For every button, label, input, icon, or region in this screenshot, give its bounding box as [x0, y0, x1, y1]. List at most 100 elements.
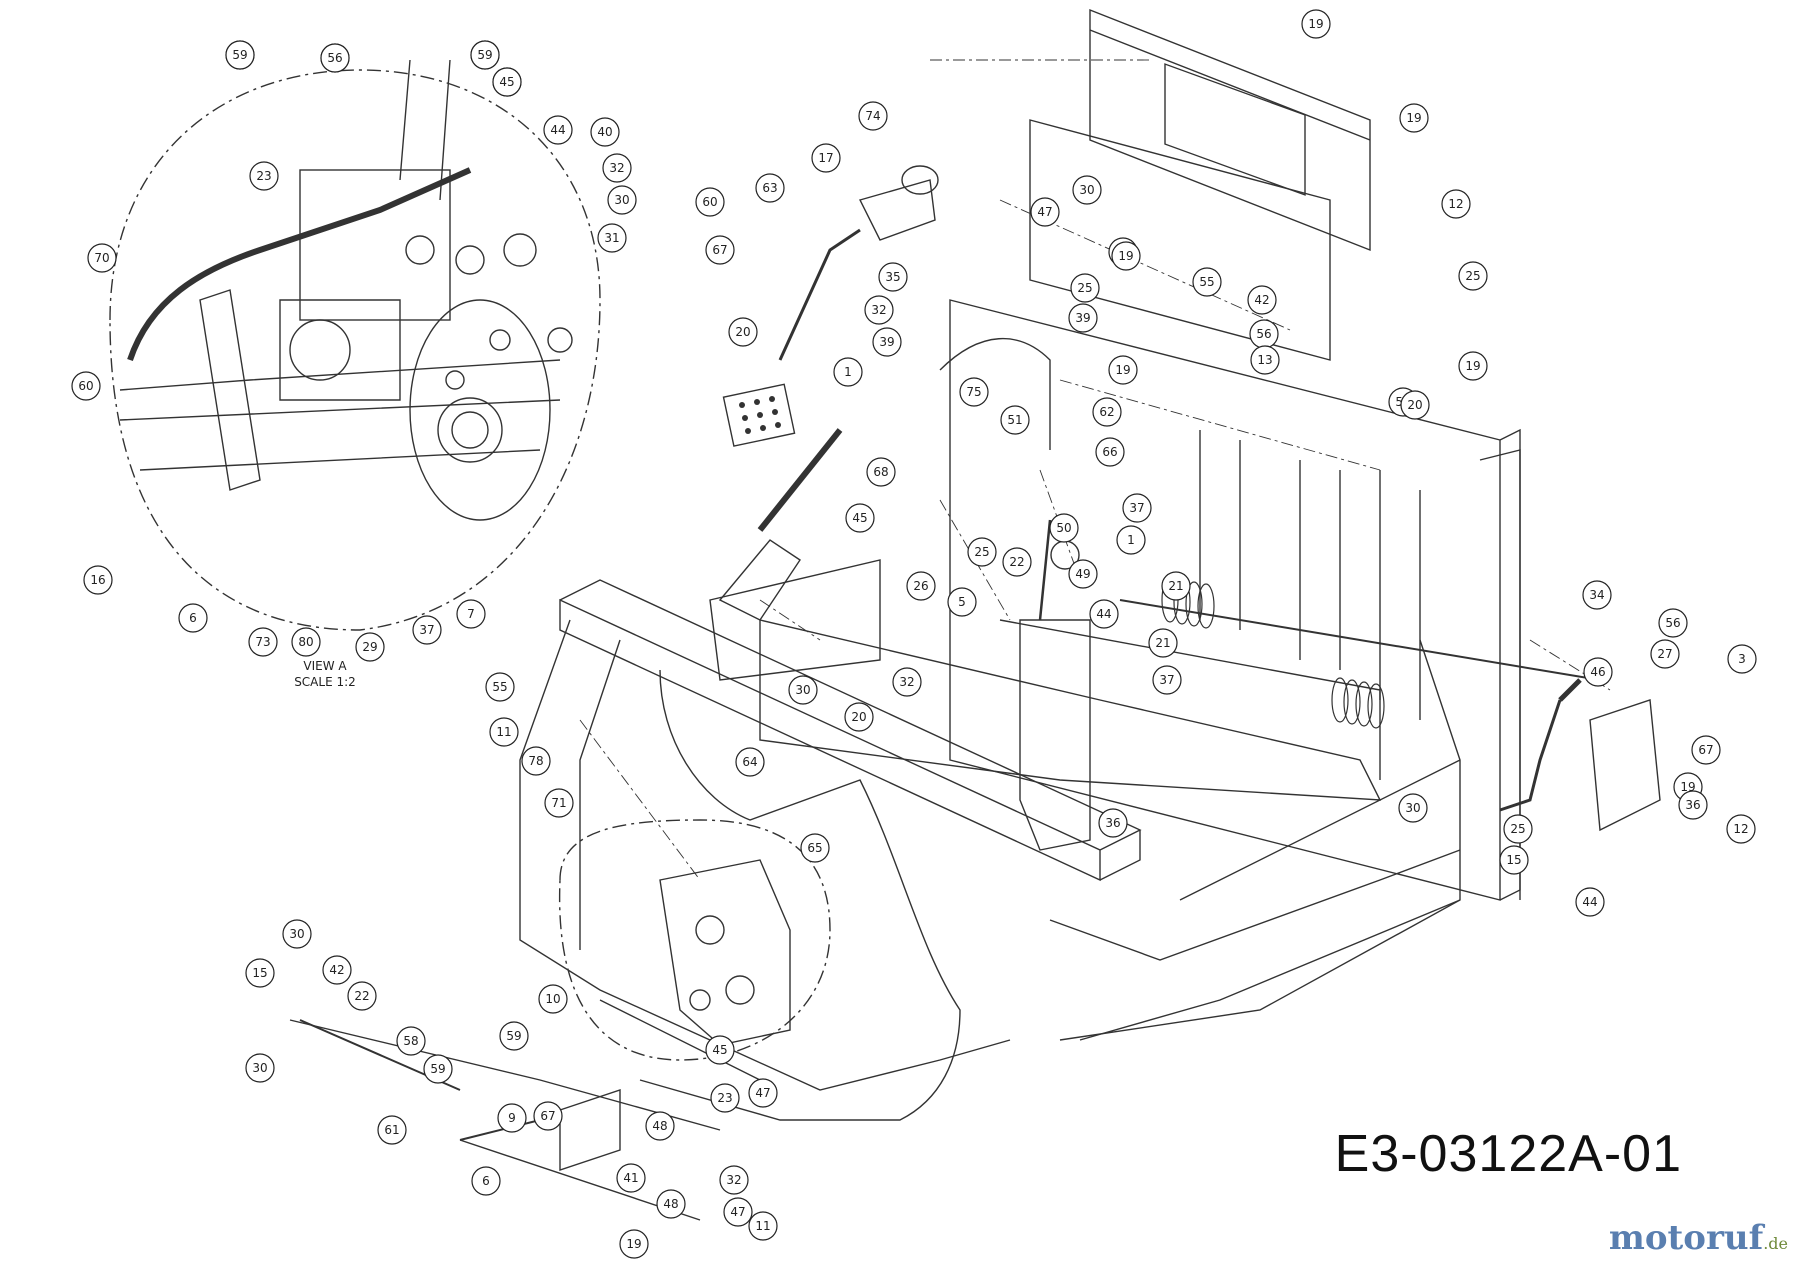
callout-bubble — [1499, 845, 1529, 875]
callout-number: 22 — [354, 989, 369, 1003]
callout-bubble — [1095, 437, 1125, 467]
callout-bubble — [1030, 197, 1060, 227]
callout-bubble — [282, 919, 312, 949]
callout-bubble — [1583, 657, 1613, 687]
callout-9: 9 — [497, 1103, 527, 1133]
callout-bubble — [248, 627, 278, 657]
callout-bubble — [723, 1197, 753, 1227]
callout-10: 10 — [538, 984, 568, 1014]
callout-bubble — [322, 955, 352, 985]
callout-number: 41 — [623, 1171, 638, 1185]
drawing-code: E3-03122A-01 — [1334, 1125, 1682, 1183]
view-scale: SCALE 1:2 — [294, 675, 356, 689]
callout-23: 23 — [249, 161, 279, 191]
callout-bubble — [1161, 571, 1191, 601]
callout-bubble — [892, 667, 922, 697]
callout-number: 30 — [252, 1061, 267, 1075]
callout-number: 56 — [1256, 327, 1271, 341]
callout-3: 3 — [1727, 644, 1757, 674]
callout-number: 59 — [232, 48, 247, 62]
detail-view-circle — [109, 69, 601, 631]
callout-bubble — [864, 295, 894, 325]
callout-number: 44 — [1582, 895, 1597, 909]
callout-number: 23 — [717, 1091, 732, 1105]
callout-1: 1 — [1116, 525, 1146, 555]
front-cross-rail — [559, 579, 1142, 882]
shifter-tower — [1019, 619, 1091, 851]
callout-number: 74 — [865, 109, 880, 123]
callout-62: 62 — [1092, 397, 1122, 427]
callout-bubble — [619, 1229, 649, 1259]
callout-number: 64 — [742, 755, 757, 769]
callout-number: 55 — [492, 680, 507, 694]
floor-pan — [759, 619, 1382, 801]
callout-47: 47 — [723, 1197, 753, 1227]
brake-pedal-arm — [778, 228, 861, 361]
callout-number: 36 — [1105, 816, 1120, 830]
callout-number: 20 — [851, 710, 866, 724]
callout-number: 31 — [604, 231, 619, 245]
callout-12: 12 — [1726, 814, 1756, 844]
callout-bubble — [755, 173, 785, 203]
callout-bubble — [83, 565, 113, 595]
callout-number: 34 — [1589, 588, 1604, 602]
callout-bubble — [544, 788, 574, 818]
callout-number: 13 — [1257, 353, 1272, 367]
rear-lower-frame — [1049, 849, 1461, 1041]
callout-number: 10 — [545, 992, 560, 1006]
callout-59: 59 — [225, 40, 255, 70]
callout-80: 80 — [291, 627, 321, 657]
callout-bubble — [1070, 273, 1100, 303]
callout-bubble — [858, 101, 888, 131]
callout-55: 55 — [485, 672, 515, 702]
callout-number: 67 — [712, 243, 727, 257]
callout-bubble — [1650, 639, 1680, 669]
callout-40: 40 — [590, 117, 620, 147]
callout-19: 19 — [1108, 355, 1138, 385]
callout-30: 30 — [1398, 793, 1428, 823]
callout-bubble — [1247, 285, 1277, 315]
callout-number: 6 — [482, 1174, 490, 1188]
callout-bubble — [249, 161, 279, 191]
callout-bubble — [866, 457, 896, 487]
callout-bubble — [71, 371, 101, 401]
callout-39: 39 — [872, 327, 902, 357]
callout-bubble — [845, 503, 875, 533]
callout-20: 20 — [728, 317, 758, 347]
callout-number: 45 — [712, 1043, 727, 1057]
callout-number: 1 — [1127, 533, 1135, 547]
callout-36: 36 — [1678, 790, 1708, 820]
callout-25: 25 — [1070, 273, 1100, 303]
callout-42: 42 — [322, 955, 352, 985]
callout-number: 12 — [1448, 197, 1463, 211]
callout-46: 46 — [1583, 657, 1613, 687]
callout-bubble — [485, 672, 515, 702]
callout-56: 56 — [320, 43, 350, 73]
callout-bubble — [538, 984, 568, 1014]
callout-bubble — [645, 1111, 675, 1141]
callout-58: 58 — [396, 1026, 426, 1056]
callout-67: 67 — [533, 1101, 563, 1131]
callout-number: 15 — [252, 966, 267, 980]
callout-44: 44 — [1575, 887, 1605, 917]
callout-32: 32 — [864, 295, 894, 325]
callout-bubble — [1400, 390, 1430, 420]
master-cylinder — [858, 179, 936, 241]
callout-number: 16 — [90, 573, 105, 587]
callout-bubble — [705, 1035, 735, 1065]
callout-bubble — [1148, 628, 1178, 658]
callout-55: 55 — [1192, 267, 1222, 297]
callout-bubble — [412, 615, 442, 645]
callout-bubble — [1398, 793, 1428, 823]
callout-number: 55 — [1199, 275, 1214, 289]
callout-bubble — [423, 1054, 453, 1084]
callout-30: 30 — [788, 675, 818, 705]
callout-39: 39 — [1068, 303, 1098, 333]
callout-number: 47 — [1037, 205, 1052, 219]
detail-lever-arm — [199, 289, 261, 491]
callout-22: 22 — [1002, 547, 1032, 577]
callout-number: 42 — [329, 963, 344, 977]
callout-number: 56 — [1665, 616, 1680, 630]
callout-bubble — [245, 958, 275, 988]
callout-number: 37 — [1129, 501, 1144, 515]
